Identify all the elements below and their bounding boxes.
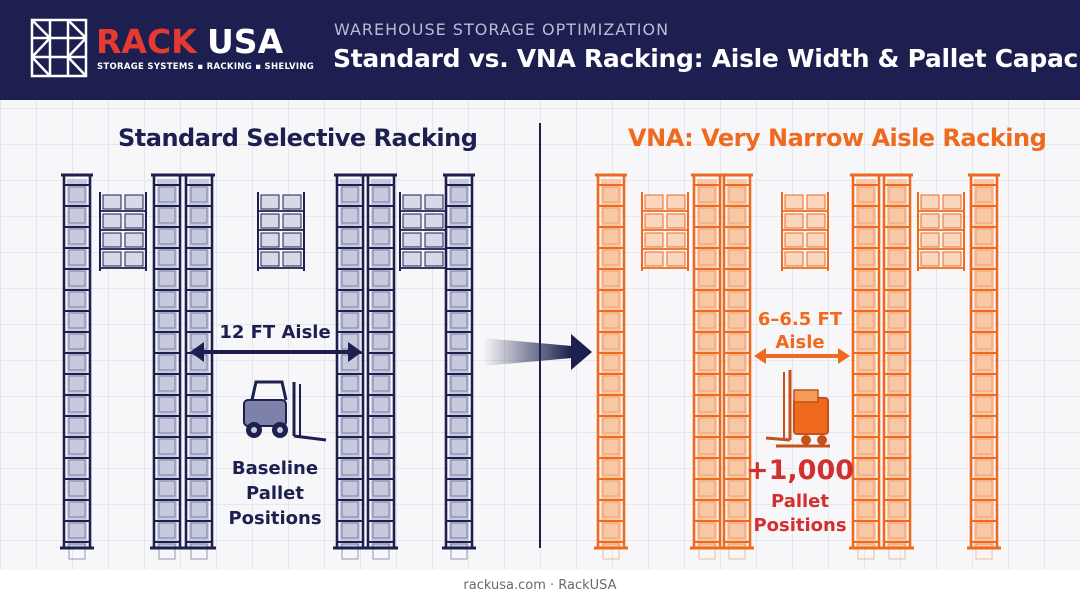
aisle-arrow-left [190, 342, 362, 362]
left-aisle-label: 12 FT Aisle [219, 322, 331, 343]
left-result-line2: Pallet [245, 483, 304, 504]
shelf-right-2 [917, 192, 965, 271]
footer-bar [0, 570, 1080, 603]
shelf-right-0 [641, 192, 689, 271]
right-aisle-label-line2: Aisle [775, 332, 825, 353]
shelf-left-2 [399, 192, 447, 271]
rack-left-0 [60, 173, 94, 560]
right-section-title: VNA: Very Narrow Aisle Racking [628, 124, 1047, 152]
forklift-icon [243, 380, 327, 442]
rack-left-1 [150, 173, 184, 560]
shelf-right-1 [781, 192, 829, 271]
rack-left-4 [364, 173, 398, 560]
left-result-line1: Baseline [231, 458, 319, 479]
rack-right-5 [967, 173, 1001, 560]
header-bar: RACK USA STORAGE SYSTEMS ▪ RACKING ▪ SHE… [0, 0, 1080, 100]
logo-text-usa: USA [207, 22, 284, 61]
rack-right-1 [690, 173, 724, 560]
right-result-line2: Pallet [770, 491, 829, 512]
rack-frame-icon [30, 18, 88, 78]
rack-right-3 [849, 173, 883, 560]
shelf-left-0 [99, 192, 147, 271]
rack-left-3 [333, 173, 367, 560]
left-section-title: Standard Selective Racking [118, 124, 478, 152]
arrow-icon [483, 334, 592, 370]
logo-text-rack: RACK [96, 22, 197, 61]
left-result-line3: Positions [228, 508, 322, 529]
rack-left-5 [442, 173, 476, 560]
right-result-big: +1,000 [745, 455, 855, 486]
logo-tagline: STORAGE SYSTEMS ▪ RACKING ▪ SHELVING [97, 62, 315, 72]
aisle-arrow-right [754, 348, 850, 364]
rack-right-0 [594, 173, 628, 560]
page-title: Standard vs. VNA Racking: Aisle Width & … [333, 44, 1080, 73]
right-aisle-label-line1: 6–6.5 FT [757, 309, 843, 330]
reach-truck-icon [765, 370, 830, 448]
footer-text: rackusa.com · RackUSA [463, 578, 617, 593]
rack-right-2 [720, 173, 754, 560]
right-result-line3: Positions [753, 515, 847, 536]
header-kicker: WAREHOUSE STORAGE OPTIMIZATION [334, 20, 670, 39]
rack-left-2 [182, 173, 216, 560]
rack-right-4 [880, 173, 914, 560]
shelf-left-1 [257, 192, 305, 271]
